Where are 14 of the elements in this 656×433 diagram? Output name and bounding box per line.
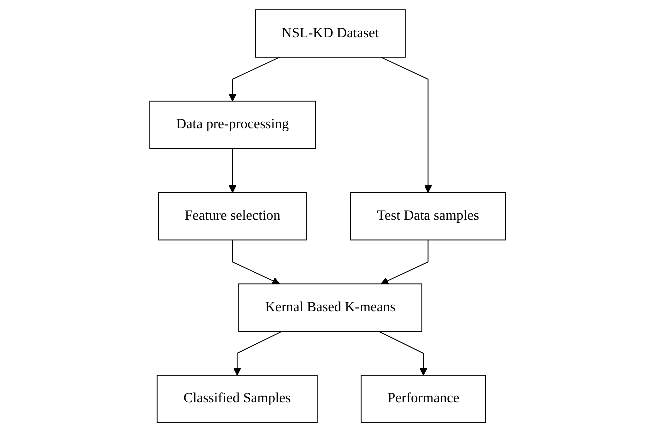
node-box: Classified Samples bbox=[157, 375, 318, 424]
arrow bbox=[229, 57, 280, 102]
arrow bbox=[234, 331, 283, 376]
arrow bbox=[229, 148, 237, 194]
arrow bbox=[381, 57, 432, 194]
node-box: Performance bbox=[361, 375, 486, 424]
node-box: Data pre-processing bbox=[150, 100, 316, 150]
node-box: Feature selection bbox=[158, 192, 308, 241]
arrow bbox=[381, 240, 429, 285]
node-box: Kernal Based K-means bbox=[238, 284, 423, 332]
arrow bbox=[378, 331, 428, 376]
arrow bbox=[232, 240, 280, 285]
node-box: NSL-KD Dataset bbox=[255, 10, 406, 58]
node-box: Test Data samples bbox=[350, 192, 506, 241]
